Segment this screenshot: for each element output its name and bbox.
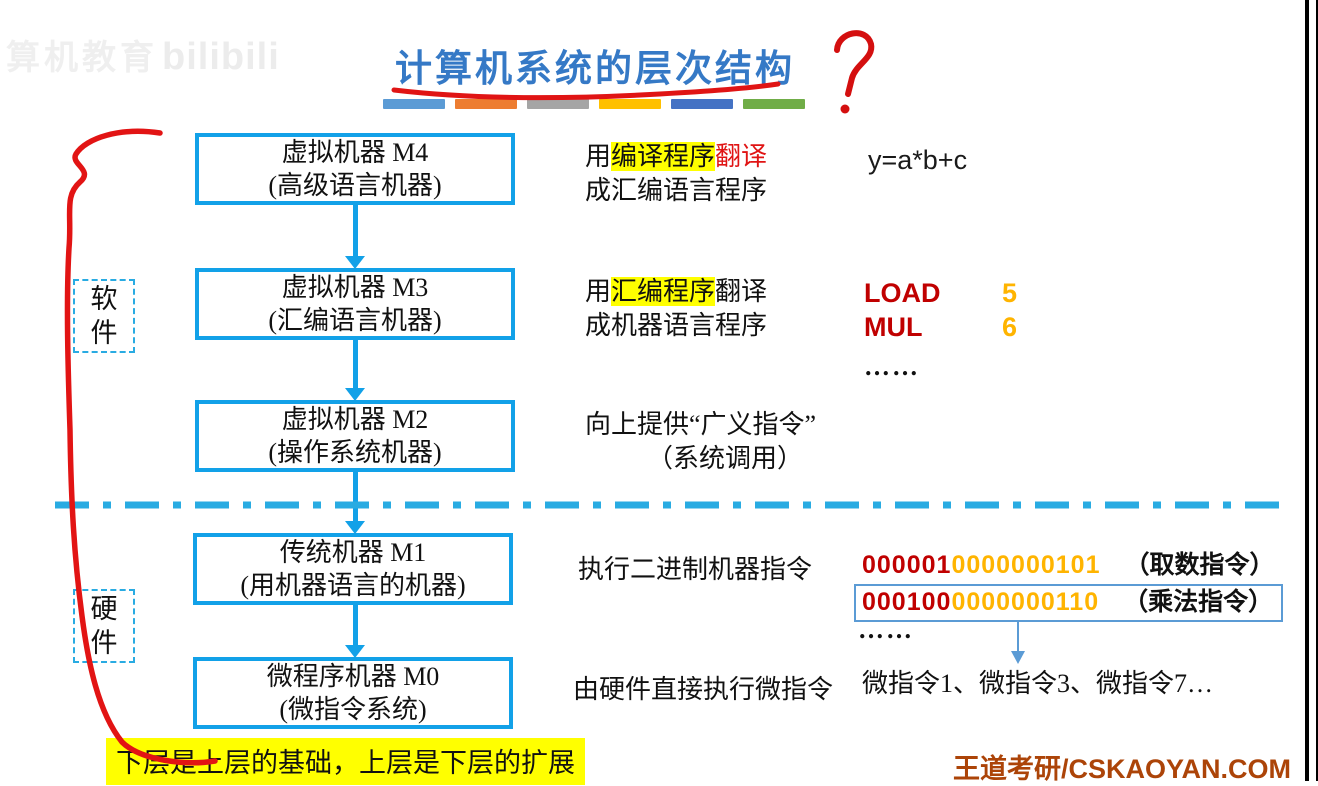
down-arrow-icon-m2-m1 xyxy=(339,472,371,534)
box-virtual-machine-m4: 虚拟机器 M4 (高级语言机器) xyxy=(195,133,515,205)
m3-description: 用汇编程序翻译 成机器语言程序 xyxy=(585,275,767,343)
right-border-line xyxy=(1305,0,1309,781)
m3-desc-highlight: 汇编程序 xyxy=(611,277,716,306)
bar-blue xyxy=(383,99,445,109)
asm-ellipsis: …… xyxy=(864,352,920,381)
box-virtual-machine-m3: 虚拟机器 M3 (汇编语言机器) xyxy=(195,268,515,340)
m3-desc-line2: 成机器语言程序 xyxy=(585,311,768,340)
page-title: 计算机系统的层次结构 xyxy=(395,49,795,90)
m4-desc-red: 翻译 xyxy=(715,142,768,171)
down-arrow-icon-m1-m0 xyxy=(339,605,371,658)
m2-description: 向上提供“广义指令” （系统调用） xyxy=(585,408,865,476)
m1-description: 执行二进制机器指令 xyxy=(578,555,813,584)
down-arrow-icon-m3-m2 xyxy=(339,340,371,401)
brand-watermark: 王道考研/CSKAOYAN.COM xyxy=(953,754,1292,784)
binary-row-load: 0000010000000101（取数指令） xyxy=(862,551,1275,579)
question-mark-dot xyxy=(840,104,850,114)
down-arrow-icon-m4-m3 xyxy=(339,205,371,269)
bar-yellow xyxy=(599,99,661,109)
m2-desc-line2: （系统调用） xyxy=(646,444,803,473)
m4-desc-pre: 用 xyxy=(585,142,612,171)
m3-desc-post: 翻译 xyxy=(715,277,768,306)
bottom-summary-note: 下层是上层的基础，上层是下层的扩展 xyxy=(106,738,585,785)
watermark: 算机教育 bilibili xyxy=(6,30,280,79)
binary-to-micro-arrowhead xyxy=(1011,651,1025,664)
watermark-cn: 算机教育 xyxy=(6,40,158,77)
box-m3-alias: (汇编语言机器) xyxy=(268,306,442,335)
box-m1-alias: (用机器语言的机器) xyxy=(240,571,466,600)
right-edge-line xyxy=(1316,0,1318,781)
title-divider-bars xyxy=(383,99,805,109)
label-hardware: 硬件 xyxy=(73,589,135,663)
binary-row-mul: 0001000000000110（乘法指令） xyxy=(854,584,1284,622)
box-m0-alias: (微指令系统) xyxy=(279,695,427,724)
box-traditional-machine-m1: 传统机器 M1 (用机器语言的机器) xyxy=(193,533,513,605)
box-m3-name: 虚拟机器 M3 xyxy=(281,273,429,302)
m3-desc-pre: 用 xyxy=(585,277,612,306)
m4-desc-line2: 成汇编语言程序 xyxy=(585,176,768,205)
bar-orange xyxy=(455,99,517,109)
microinstruction-list: 微指令1、微指令3、微指令7… xyxy=(862,669,1214,698)
box-m0-name: 微程序机器 M0 xyxy=(266,662,440,691)
box-microprogram-machine-m0: 微程序机器 M0 (微指令系统) xyxy=(193,657,513,729)
binary-ellipsis: …… xyxy=(858,615,914,644)
box-m4-alias: (高级语言机器) xyxy=(268,171,442,200)
bilibili-logo: bilibili xyxy=(162,36,280,78)
m4-desc-highlight: 编译程序 xyxy=(611,142,716,171)
m4-description: 用编译程序翻译 成汇编语言程序 xyxy=(585,140,767,208)
bar-darkblue xyxy=(671,99,733,109)
m4-example-code: y=a*b+c xyxy=(868,145,968,175)
box-m2-alias: (操作系统机器) xyxy=(268,438,442,467)
label-software: 软件 xyxy=(73,279,135,353)
bar-green xyxy=(743,99,805,109)
box-m1-name: 传统机器 M1 xyxy=(279,538,427,567)
box-m4-name: 虚拟机器 M4 xyxy=(281,138,429,167)
box-m2-name: 虚拟机器 M2 xyxy=(281,405,429,434)
bar-gray xyxy=(527,99,589,109)
box-virtual-machine-m2: 虚拟机器 M2 (操作系统机器) xyxy=(195,400,515,472)
m0-description: 由硬件直接执行微指令 xyxy=(573,675,834,704)
m2-desc-line1: 向上提供“广义指令” xyxy=(585,410,817,439)
